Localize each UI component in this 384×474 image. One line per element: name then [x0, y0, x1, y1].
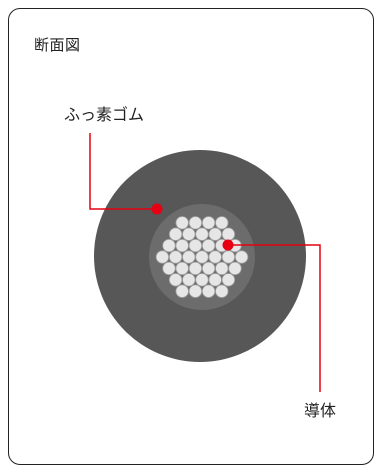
jacket-leader-dot — [151, 203, 163, 215]
conductor-strand — [188, 238, 203, 253]
conductor-strand — [228, 261, 242, 276]
conductor-strand — [175, 238, 189, 253]
jacket-label: ふっ素ゴム — [64, 105, 144, 124]
conductor-strand — [208, 227, 222, 241]
conductor-strand — [168, 227, 183, 241]
conductor-strand — [195, 273, 209, 287]
diagram-title: 断面図 — [34, 36, 81, 54]
conductor-strand — [208, 250, 222, 264]
conductor-strand — [175, 261, 189, 276]
conductor-leader-dot — [222, 239, 234, 251]
conductor-strand — [201, 216, 216, 230]
conductor-label: 導体 — [304, 401, 336, 420]
conductor-strand — [175, 216, 189, 230]
jacket-leader-line — [89, 133, 157, 210]
conductor-strand — [188, 216, 203, 230]
conductor-strand — [221, 250, 236, 264]
conductor-strand — [188, 284, 203, 298]
conductor-strand — [221, 273, 236, 287]
conductor-strand — [182, 273, 196, 287]
conductor-strand — [182, 250, 196, 264]
conductor-strand — [188, 261, 203, 276]
conductor-strands — [155, 216, 249, 298]
conductor-strand — [215, 216, 229, 230]
conductor-strand — [215, 284, 229, 298]
conductor-strand — [162, 238, 176, 253]
conductor-strand — [168, 250, 183, 264]
conductor-strand — [208, 273, 222, 287]
conductor-strand — [215, 261, 229, 276]
conductor-strand — [201, 261, 216, 276]
conductor-strand — [168, 273, 183, 287]
conductor-strand — [182, 227, 196, 241]
conductor-strand — [201, 284, 216, 298]
conductor-strand — [195, 250, 209, 264]
conductor-strand — [162, 261, 176, 276]
conductor-strand — [234, 250, 249, 264]
conductor-leader-line — [228, 244, 321, 392]
conductor-strand — [155, 250, 170, 264]
conductor-strand — [175, 284, 189, 298]
conductor-strand — [195, 227, 209, 241]
conductor-strand — [201, 238, 216, 253]
conductor-strand — [221, 227, 236, 241]
